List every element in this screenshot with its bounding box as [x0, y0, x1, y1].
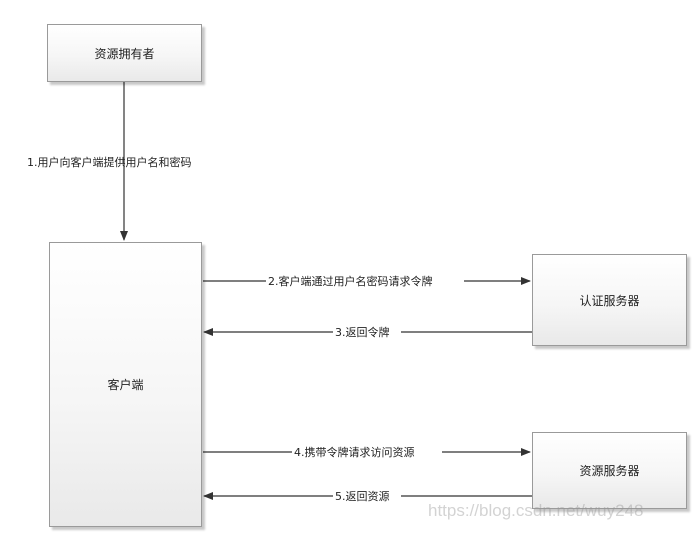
resource-owner-node: 资源拥有者 [47, 24, 202, 82]
resource-server-node: 资源服务器 [532, 432, 687, 509]
edge-client-to-resource-label: 4.携带令牌请求访问资源 [294, 445, 415, 459]
edge-resource-to-client-label: 5.返回资源 [335, 489, 390, 503]
edge-auth-to-client-label: 3.返回令牌 [335, 325, 390, 339]
resource-server-label: 资源服务器 [579, 464, 640, 478]
edge-client-to-auth-label: 2.客户端通过用户名密码请求令牌 [268, 274, 433, 288]
client-node: 客户端 [49, 242, 202, 527]
resource-owner-label: 资源拥有者 [94, 46, 155, 61]
auth-server-node: 认证服务器 [532, 254, 687, 346]
client-label: 客户端 [107, 378, 144, 392]
watermark-text: https://blog.csdn.net/wuy248 [428, 501, 644, 520]
edge-owner-to-client-label: 1.用户向客户端提供用户名和密码 [27, 155, 192, 169]
auth-server-label: 认证服务器 [579, 293, 640, 308]
